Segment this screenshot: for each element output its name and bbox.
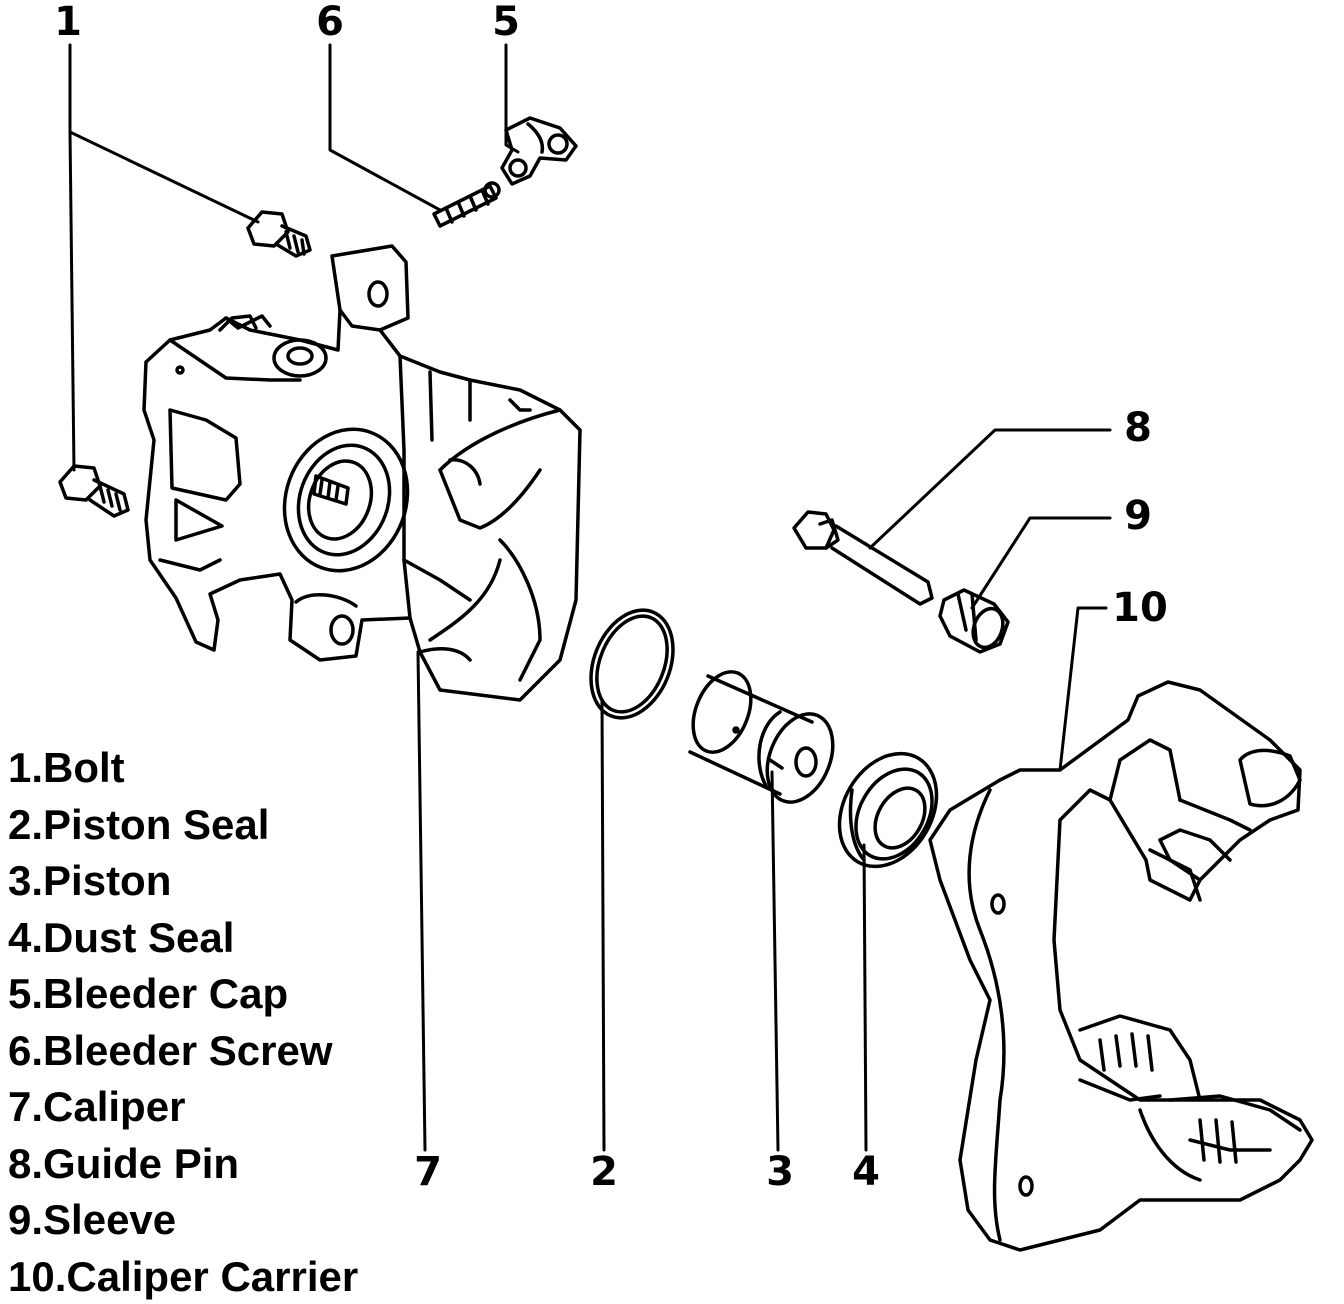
legend-item-sleeve: 9.Sleeve bbox=[8, 1196, 177, 1243]
callout-5: 5 bbox=[492, 0, 520, 45]
leader-4 bbox=[862, 843, 868, 1152]
callout-6: 6 bbox=[316, 0, 344, 45]
legend-item-caliper-carrier: 10.Caliper Carrier bbox=[8, 1252, 359, 1300]
leader-8 bbox=[868, 428, 1112, 550]
bolt-lower bbox=[58, 464, 130, 518]
dust-seal bbox=[837, 751, 939, 869]
piston bbox=[688, 670, 835, 804]
leader-3 bbox=[770, 770, 780, 1152]
callout-10: 10 bbox=[1112, 585, 1168, 631]
piston-seal bbox=[589, 608, 675, 720]
callout-1: 1 bbox=[54, 0, 82, 45]
legend-item-bleeder-cap: 5.Bleeder Cap bbox=[8, 970, 289, 1017]
caliper bbox=[142, 244, 582, 702]
caliper-carrier bbox=[928, 680, 1314, 1252]
guide-pin bbox=[792, 510, 934, 606]
leader-1-upper bbox=[68, 43, 260, 224]
leader-1-lower bbox=[68, 130, 76, 472]
legend-item-caliper: 7.Caliper bbox=[8, 1083, 186, 1130]
sleeve bbox=[938, 588, 1010, 654]
legend-item-piston-seal: 2.Piston Seal bbox=[8, 800, 270, 848]
callout-7: 7 bbox=[414, 1149, 442, 1195]
legend-item-dust-seal: 4.Dust Seal bbox=[8, 913, 235, 961]
leader-lines bbox=[68, 43, 1112, 1152]
callout-8: 8 bbox=[1124, 405, 1152, 451]
leader-2 bbox=[600, 698, 606, 1152]
callout-4: 4 bbox=[852, 1149, 880, 1195]
legend-item-guide-pin: 8.Guide Pin bbox=[8, 1139, 240, 1187]
leader-9 bbox=[970, 516, 1112, 610]
leader-5 bbox=[504, 43, 520, 154]
legend-item-bleeder-screw: 6.Bleeder Screw bbox=[8, 1026, 333, 1074]
callout-3: 3 bbox=[766, 1149, 794, 1195]
callout-2: 2 bbox=[590, 1149, 618, 1195]
leader-6 bbox=[328, 43, 442, 212]
bleeder-cap bbox=[500, 116, 578, 186]
legend-item-bolt: 1.Bolt bbox=[8, 744, 125, 791]
callout-9: 9 bbox=[1124, 493, 1152, 539]
leader-7 bbox=[416, 650, 427, 1152]
bolt-upper bbox=[246, 210, 312, 258]
parts-legend: 1.Bolt 2.Piston Seal 3.Piston 4.Dust Sea… bbox=[8, 740, 358, 1304]
leader-10 bbox=[1058, 606, 1108, 772]
legend-item-piston: 3.Piston bbox=[8, 857, 172, 904]
bleeder-screw bbox=[432, 181, 501, 228]
